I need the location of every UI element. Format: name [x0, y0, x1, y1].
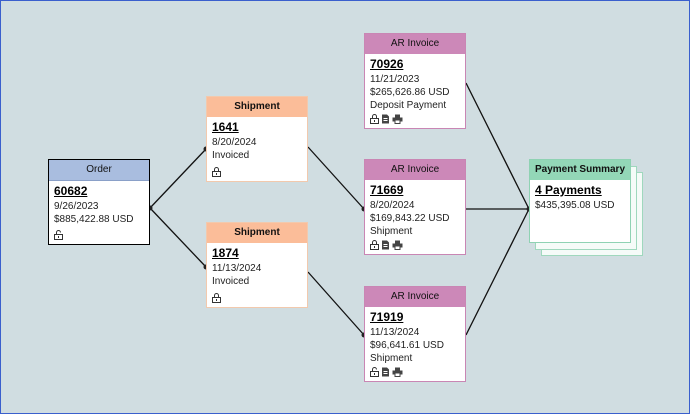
- ar-invoice-header: AR Invoice: [365, 160, 465, 180]
- lock-icon[interactable]: [212, 167, 221, 177]
- printer-icon[interactable]: [392, 114, 403, 124]
- shipment-card-1874[interactable]: Shipment 1874 11/13/2024 Invoiced: [206, 222, 308, 308]
- ar-invoice-header: AR Invoice: [365, 287, 465, 307]
- ar-invoice-card-71669[interactable]: AR Invoice 71669 8/20/2024 $169,843.22 U…: [364, 159, 466, 255]
- shipment-date: 11/13/2024: [212, 263, 262, 274]
- connector-order-shipment-1641: [149, 148, 207, 209]
- invoice-date: 11/21/2023: [370, 74, 420, 85]
- invoice-type: Shipment: [370, 226, 413, 237]
- payment-total-amount: $435,395.08 USD: [535, 200, 615, 211]
- document-icon[interactable]: [381, 114, 390, 124]
- printer-icon[interactable]: [392, 367, 403, 377]
- order-amount: $885,422.88 USD: [54, 214, 134, 225]
- invoice-date: 8/20/2024: [370, 200, 415, 211]
- invoice-type: Shipment: [370, 353, 413, 364]
- connector-invoice-71919-payment: [465, 208, 530, 336]
- lock-icon[interactable]: [212, 293, 221, 303]
- shipment-number-link[interactable]: 1874: [212, 246, 239, 260]
- invoice-amount: $169,843.22 USD: [370, 213, 450, 224]
- invoice-amount: $96,641.61 USD: [370, 340, 444, 351]
- invoice-number-link[interactable]: 71669: [370, 183, 404, 197]
- shipment-date: 8/20/2024: [212, 137, 257, 148]
- payment-summary-card[interactable]: Payment Summary 4 Payments $435,395.08 U…: [529, 159, 631, 243]
- shipment-status: Invoiced: [212, 276, 250, 287]
- invoice-number-link[interactable]: 71919: [370, 310, 404, 324]
- shipment-header: Shipment: [207, 97, 307, 117]
- invoice-date: 11/13/2024: [370, 327, 420, 338]
- shipment-status: Invoiced: [212, 150, 250, 161]
- lock-icon[interactable]: [370, 240, 379, 250]
- unlock-icon[interactable]: [370, 367, 379, 377]
- lock-icon[interactable]: [370, 114, 379, 124]
- shipment-number-link[interactable]: 1641: [212, 120, 239, 134]
- document-icon[interactable]: [381, 367, 390, 377]
- order-date: 9/26/2023: [54, 201, 99, 212]
- ar-invoice-card-71919[interactable]: AR Invoice 71919 11/13/2024 $96,641.61 U…: [364, 286, 466, 382]
- shipment-header: Shipment: [207, 223, 307, 243]
- ar-invoice-header: AR Invoice: [365, 34, 465, 54]
- connector-invoice-70926-payment: [465, 82, 530, 210]
- payment-count-link[interactable]: 4 Payments: [535, 183, 602, 197]
- order-number-link[interactable]: 60682: [54, 184, 88, 198]
- invoice-amount: $265,626.86 USD: [370, 87, 450, 98]
- invoice-number-link[interactable]: 70926: [370, 57, 404, 71]
- unlock-icon[interactable]: [54, 230, 63, 240]
- invoice-type: Deposit Payment: [370, 100, 447, 111]
- connector-shipment-1874-invoice-71919: [307, 271, 365, 336]
- document-icon[interactable]: [381, 240, 390, 250]
- connector-order-shipment-1874: [149, 207, 207, 268]
- printer-icon[interactable]: [392, 240, 403, 250]
- order-header: Order: [49, 160, 149, 181]
- payment-summary-header: Payment Summary: [530, 160, 630, 180]
- order-card[interactable]: Order 60682 9/26/2023 $885,422.88 USD: [48, 159, 150, 245]
- connector-shipment-1641-invoice-71669: [307, 146, 365, 210]
- shipment-card-1641[interactable]: Shipment 1641 8/20/2024 Invoiced: [206, 96, 308, 182]
- ar-invoice-card-70926[interactable]: AR Invoice 70926 11/21/2023 $265,626.86 …: [364, 33, 466, 129]
